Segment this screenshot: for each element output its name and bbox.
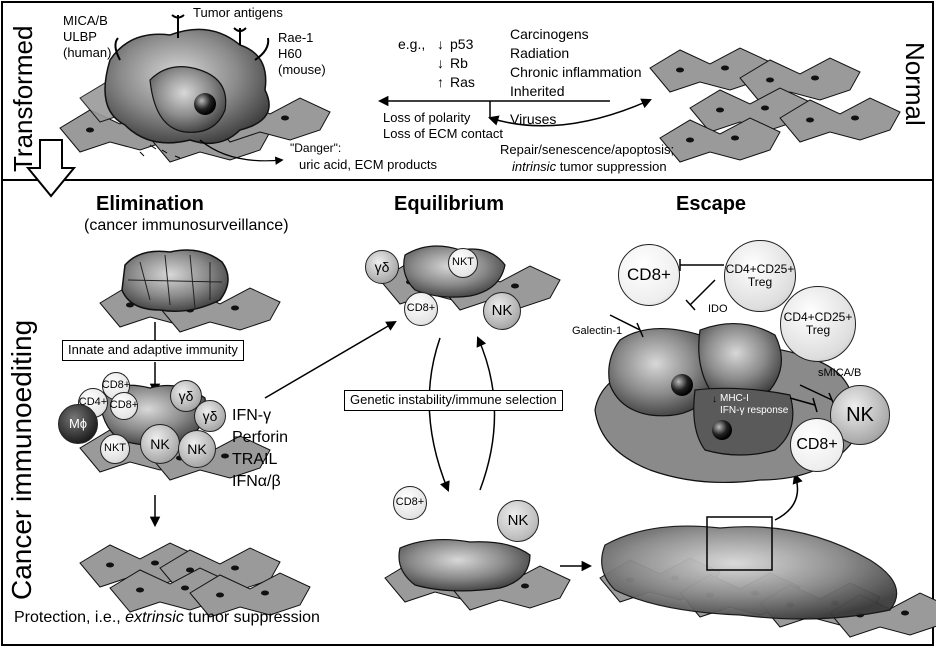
ligand-mouse-1: Rae-1 bbox=[278, 30, 314, 45]
arrow-elim-to-equil bbox=[264, 320, 397, 399]
label-mhc: MHC-I bbox=[720, 393, 749, 404]
cell-nk-a: NK bbox=[140, 424, 180, 464]
equil-cell-cd8: CD8+ bbox=[404, 292, 438, 326]
equilibrium-tumor-bottom bbox=[384, 538, 571, 611]
innate-adaptive-box: Innate and adaptive immunity bbox=[62, 340, 244, 361]
label-ifn-response: IFN-γ response bbox=[720, 405, 789, 416]
bottom-panel-border bbox=[1, 179, 934, 646]
escape-cell-treg-b: CD4+CD25+ Treg bbox=[780, 286, 856, 362]
equil-lower-cd8: CD8+ bbox=[393, 486, 427, 520]
escape-tumor-bottom bbox=[599, 516, 936, 638]
elimination-subtitle: (cancer immunosurveillance) bbox=[84, 217, 289, 234]
protection-suffix: tumor suppression bbox=[183, 609, 320, 626]
ligand-mouse-2: H60 bbox=[278, 46, 302, 61]
label-smicab: sMICA/B bbox=[818, 367, 862, 379]
repair-line-1: Repair/senescence/apoptosis; bbox=[500, 142, 675, 157]
ligand-human-2: ULBP bbox=[63, 29, 97, 44]
label-mhc-arrow: ↓ bbox=[712, 394, 717, 405]
transformed-side-label: Transformed bbox=[8, 25, 38, 172]
arrow-repair bbox=[487, 98, 652, 127]
cell-nkt: NKT bbox=[100, 434, 130, 464]
elimination-title: Elimination bbox=[96, 193, 204, 215]
escape-title: Escape bbox=[676, 193, 747, 215]
equil-cell-nk: NK bbox=[483, 292, 521, 330]
mutation-arrow-down-2: ↓ bbox=[437, 55, 444, 71]
equilibrium-title: Equilibrium bbox=[394, 193, 504, 215]
ligand-human-3: (human) bbox=[63, 45, 112, 60]
normal-side-label: Normal bbox=[900, 42, 930, 126]
ligand-human-1: MICA/B bbox=[63, 13, 108, 28]
cause-inherited: Inherited bbox=[510, 83, 565, 99]
transformed-tissue bbox=[59, 14, 331, 165]
mutation-rb: Rb bbox=[450, 55, 468, 71]
escape-cell-treg-a: CD4+CD25+ Treg bbox=[724, 240, 796, 312]
danger-products: uric acid, ECM products bbox=[299, 157, 437, 172]
mutation-p53: p53 bbox=[450, 36, 474, 52]
equil-cell-gamma-delta: γδ bbox=[365, 250, 399, 284]
cell-nk-b: NK bbox=[178, 430, 216, 468]
loss-polarity: Loss of polarity bbox=[383, 110, 471, 125]
protection-prefix: Protection, i.e., bbox=[14, 609, 126, 626]
hollow-down-arrow bbox=[25, 139, 77, 198]
ligand-mouse-3: (mouse) bbox=[278, 62, 326, 77]
protection-extrinsic: extrinsic bbox=[125, 609, 184, 626]
label-ido: IDO bbox=[708, 303, 728, 315]
molecule-perforin: Perforin bbox=[232, 429, 289, 446]
arrow-zoom bbox=[774, 473, 803, 521]
cell-macrophage: Mϕ bbox=[58, 404, 98, 444]
tumor-antigens-label: Tumor antigens bbox=[193, 5, 283, 20]
repair-intrinsic: intrinsic bbox=[512, 159, 557, 174]
cell-gamma-delta-b: γδ bbox=[194, 400, 226, 432]
cell-cd8-b: CD8+ bbox=[110, 392, 138, 420]
cause-viruses: Viruses bbox=[510, 111, 557, 127]
danger-label: "Danger": bbox=[290, 141, 342, 155]
protection-caption: Protection, i.e., extrinsic tumor suppre… bbox=[14, 610, 320, 626]
mutation-arrow-up: ↑ bbox=[437, 74, 444, 90]
genetic-instability-box: Genetic instability/immune selection bbox=[344, 390, 563, 411]
label-galectin: Galectin-1 bbox=[572, 325, 623, 337]
normal-tissue bbox=[649, 47, 901, 163]
equil-cycle-down bbox=[428, 337, 450, 492]
cause-inflammation: Chronic inflammation bbox=[510, 64, 642, 80]
molecule-trail: TRAIL bbox=[232, 451, 278, 468]
mutations-prefix: e.g., bbox=[398, 36, 426, 52]
molecule-ifn-alpha-beta: IFNα/β bbox=[232, 473, 281, 490]
loss-ecm: Loss of ECM contact bbox=[383, 126, 503, 141]
cause-radiation: Radiation bbox=[510, 45, 570, 61]
elimination-normal-tissue bbox=[79, 542, 311, 618]
cancer-immunoediting-label: Cancer immunoediting bbox=[6, 319, 37, 600]
mutation-arrow-down-1: ↓ bbox=[437, 36, 444, 52]
equil-lower-nk: NK bbox=[497, 500, 539, 542]
escape-cell-nk: NK bbox=[830, 385, 890, 445]
escape-cell-cd8-top: CD8+ bbox=[618, 244, 680, 306]
equil-cell-nkt: NKT bbox=[448, 248, 478, 278]
equil-cycle-up bbox=[476, 336, 496, 491]
escape-cell-cd8-bottom: CD8+ bbox=[790, 418, 844, 472]
cell-gamma-delta-a: γδ bbox=[170, 380, 202, 412]
cause-carcinogens: Carcinogens bbox=[510, 26, 589, 42]
zoom-box bbox=[706, 516, 773, 571]
repair-suppression: tumor suppression bbox=[556, 159, 667, 174]
elimination-tumor-top bbox=[99, 249, 281, 333]
repair-line-2: intrinsic tumor suppression bbox=[512, 160, 667, 173]
mutation-ras: Ras bbox=[450, 74, 475, 90]
molecule-ifn-gamma: IFN-γ bbox=[232, 407, 272, 424]
